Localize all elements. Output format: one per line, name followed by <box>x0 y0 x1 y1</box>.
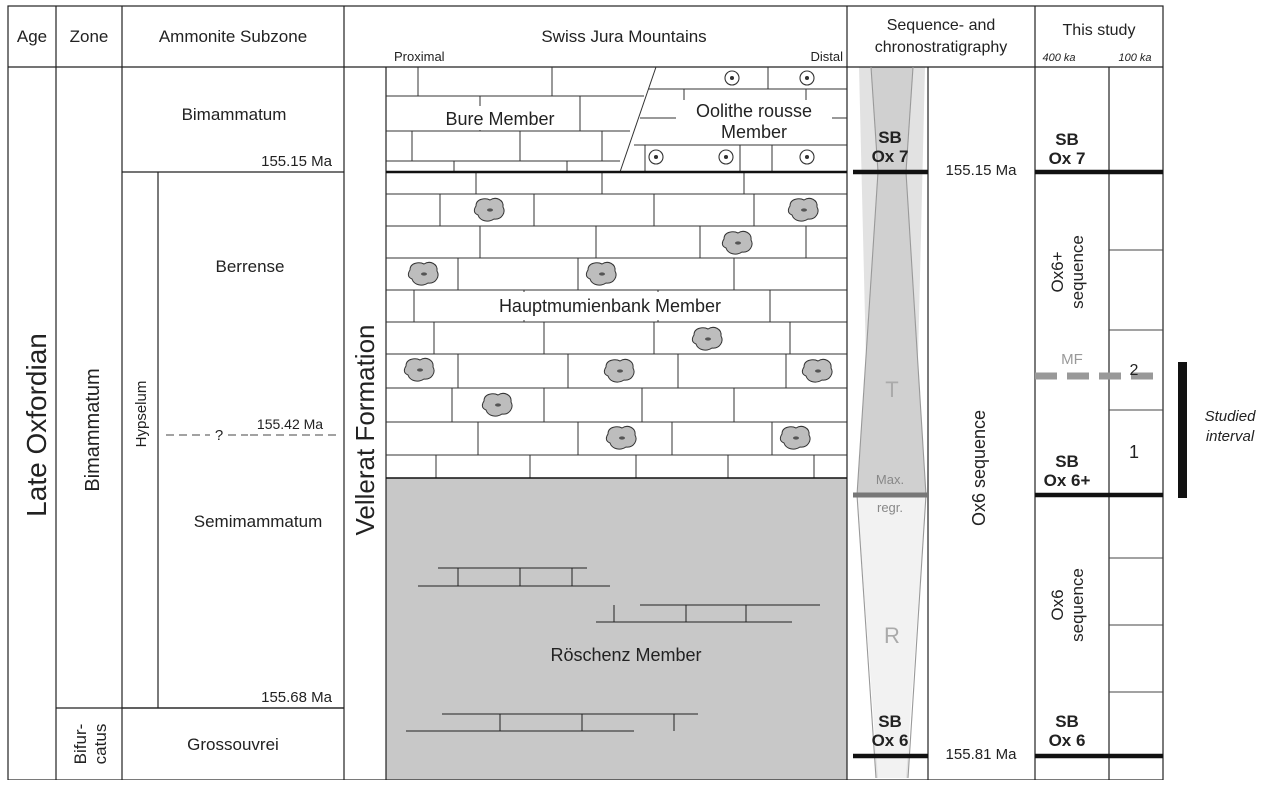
ox6plus-seq-line1: Ox6+ <box>1048 251 1067 292</box>
studied-interval-bar <box>1178 362 1187 498</box>
subzone-age-top: 155.15 Ma <box>261 153 333 170</box>
subzone-grossouvrei: Grossouvrei <box>187 735 279 754</box>
bure-member: Bure Member <box>445 109 554 129</box>
studied-interval-line2: interval <box>1206 428 1255 445</box>
study-sb-ox6-label: Ox 6 <box>1049 731 1086 750</box>
100ka-label: 100 ka <box>1118 52 1151 64</box>
regr-label: regr. <box>877 500 903 515</box>
cycle-1-label: 1 <box>1129 442 1139 462</box>
oolithe-rousse-line2: Member <box>721 122 787 142</box>
roschenz-fill <box>386 478 847 780</box>
ox6-sequence-label: Ox6 sequence <box>969 410 989 526</box>
cycle-2-label: 2 <box>1130 362 1139 379</box>
subzone-age-mid: 155.42 Ma <box>257 416 323 432</box>
mf-label: MF <box>1061 351 1083 368</box>
oolithe-rousse-line1: Oolithe rousse <box>696 101 812 121</box>
age-header: Age <box>17 27 47 46</box>
study-sb-ox6-sb: SB <box>1055 712 1079 731</box>
transgression-t: T <box>885 377 898 402</box>
zone-bimammatum: Bimammatum <box>82 368 104 491</box>
roschenz-bedding <box>406 567 820 732</box>
swiss-jura-header: Swiss Jura Mountains <box>541 27 706 46</box>
subzone-bimammatum: Bimammatum <box>182 105 287 124</box>
this-study-header: This study <box>1063 22 1136 39</box>
ox6-seq-line2: sequence <box>1068 568 1087 642</box>
subzone-berrense: Berrense <box>216 257 285 276</box>
boundary-question-mark: ? <box>215 427 223 444</box>
400ka-label: 400 ka <box>1042 52 1075 64</box>
zone-bifurcatus-line1: Bifur- <box>71 724 90 765</box>
sequence-header-line1: Sequence- and <box>887 17 996 34</box>
zone-header: Zone <box>70 27 109 46</box>
roschenz-member: Röschenz Member <box>550 645 701 665</box>
regression-r: R <box>884 623 900 648</box>
zone-bifurcatus-line2: catus <box>91 724 110 765</box>
max-label: Max. <box>876 472 904 487</box>
ox6plus-seq-line2: sequence <box>1068 235 1087 309</box>
bure-limestone-pattern <box>386 66 657 173</box>
hauptmumienbank-pattern <box>386 172 847 478</box>
studied-interval-line1: Studied <box>1205 408 1257 425</box>
study-sb-ox6plus-label: Ox 6+ <box>1044 471 1091 490</box>
sequence-header-line2: chronostratigraphy <box>875 39 1008 56</box>
subzone-header: Ammonite Subzone <box>159 27 307 46</box>
seq-age-top: 155.15 Ma <box>946 162 1018 179</box>
seq-age-bottom: 155.81 Ma <box>946 746 1018 763</box>
age-late-oxfordian: Late Oxfordian <box>21 333 52 517</box>
study-sb-ox7-label: Ox 7 <box>1049 149 1086 168</box>
seq-sb-ox6-sb: SB <box>878 712 902 731</box>
ox6-seq-line1: Ox6 <box>1048 589 1067 620</box>
distal-label: Distal <box>810 49 843 64</box>
seq-sb-ox6-label: Ox 6 <box>872 731 909 750</box>
subzone-age-bottom: 155.68 Ma <box>261 689 333 706</box>
proximal-label: Proximal <box>394 49 445 64</box>
oncoid-symbols <box>403 197 833 450</box>
ooid-symbols <box>648 70 815 165</box>
seq-sb-ox7-label: Ox 7 <box>872 147 909 166</box>
column-separators <box>55 6 1110 780</box>
subzone-semimammatum: Semimammatum <box>194 512 322 531</box>
vellerat-formation: Vellerat Formation <box>350 325 380 536</box>
study-sb-ox6plus-sb: SB <box>1055 452 1079 471</box>
study-sb-ox7-sb: SB <box>1055 130 1079 149</box>
subzone-hypselum: Hypselum <box>133 381 150 448</box>
seq-sb-ox7-sb: SB <box>878 128 902 147</box>
cycle-100ka-lines <box>1109 249 1163 693</box>
hauptmumienbank-member: Hauptmumienbank Member <box>499 296 721 316</box>
